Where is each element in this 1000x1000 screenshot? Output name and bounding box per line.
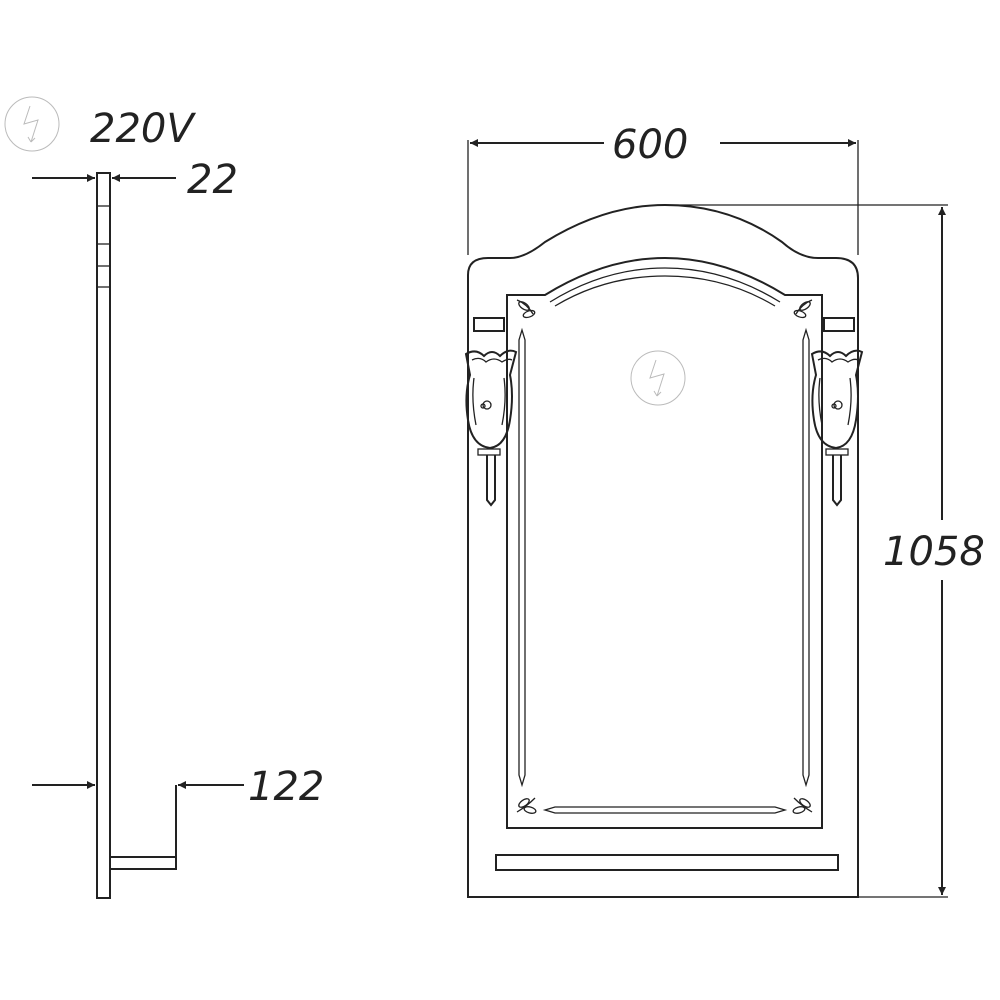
height-label: 1058 bbox=[883, 529, 985, 575]
lightning-circle-icon bbox=[630, 350, 686, 406]
front-shelf bbox=[495, 854, 839, 871]
left-sconce-lamp bbox=[464, 349, 518, 507]
lightning-circle-icon bbox=[4, 96, 60, 152]
voltage-label: 220V bbox=[90, 106, 196, 152]
leaf-ornament-bottom-right bbox=[792, 797, 813, 814]
leaf-ornament-top-right bbox=[793, 299, 813, 319]
shelf-depth-label: 122 bbox=[248, 764, 324, 810]
mirror-inner-border bbox=[506, 256, 823, 829]
side-view: 220V 22 122 bbox=[4, 96, 324, 899]
front-view: 600 1058 bbox=[464, 122, 985, 898]
right-sconce-lamp bbox=[810, 349, 864, 507]
shelf-dimension bbox=[32, 781, 244, 857]
depth-label: 22 bbox=[187, 157, 238, 203]
left-switch-plate bbox=[473, 317, 505, 332]
leaf-ornament-top-left bbox=[516, 299, 536, 319]
height-dimension bbox=[665, 204, 948, 898]
side-shelf-profile bbox=[109, 856, 177, 870]
width-label: 600 bbox=[612, 122, 688, 168]
right-switch-plate bbox=[823, 317, 855, 332]
width-dimension bbox=[467, 139, 859, 255]
leaf-ornament-bottom-left bbox=[516, 797, 537, 814]
side-panel-outline bbox=[96, 172, 111, 899]
